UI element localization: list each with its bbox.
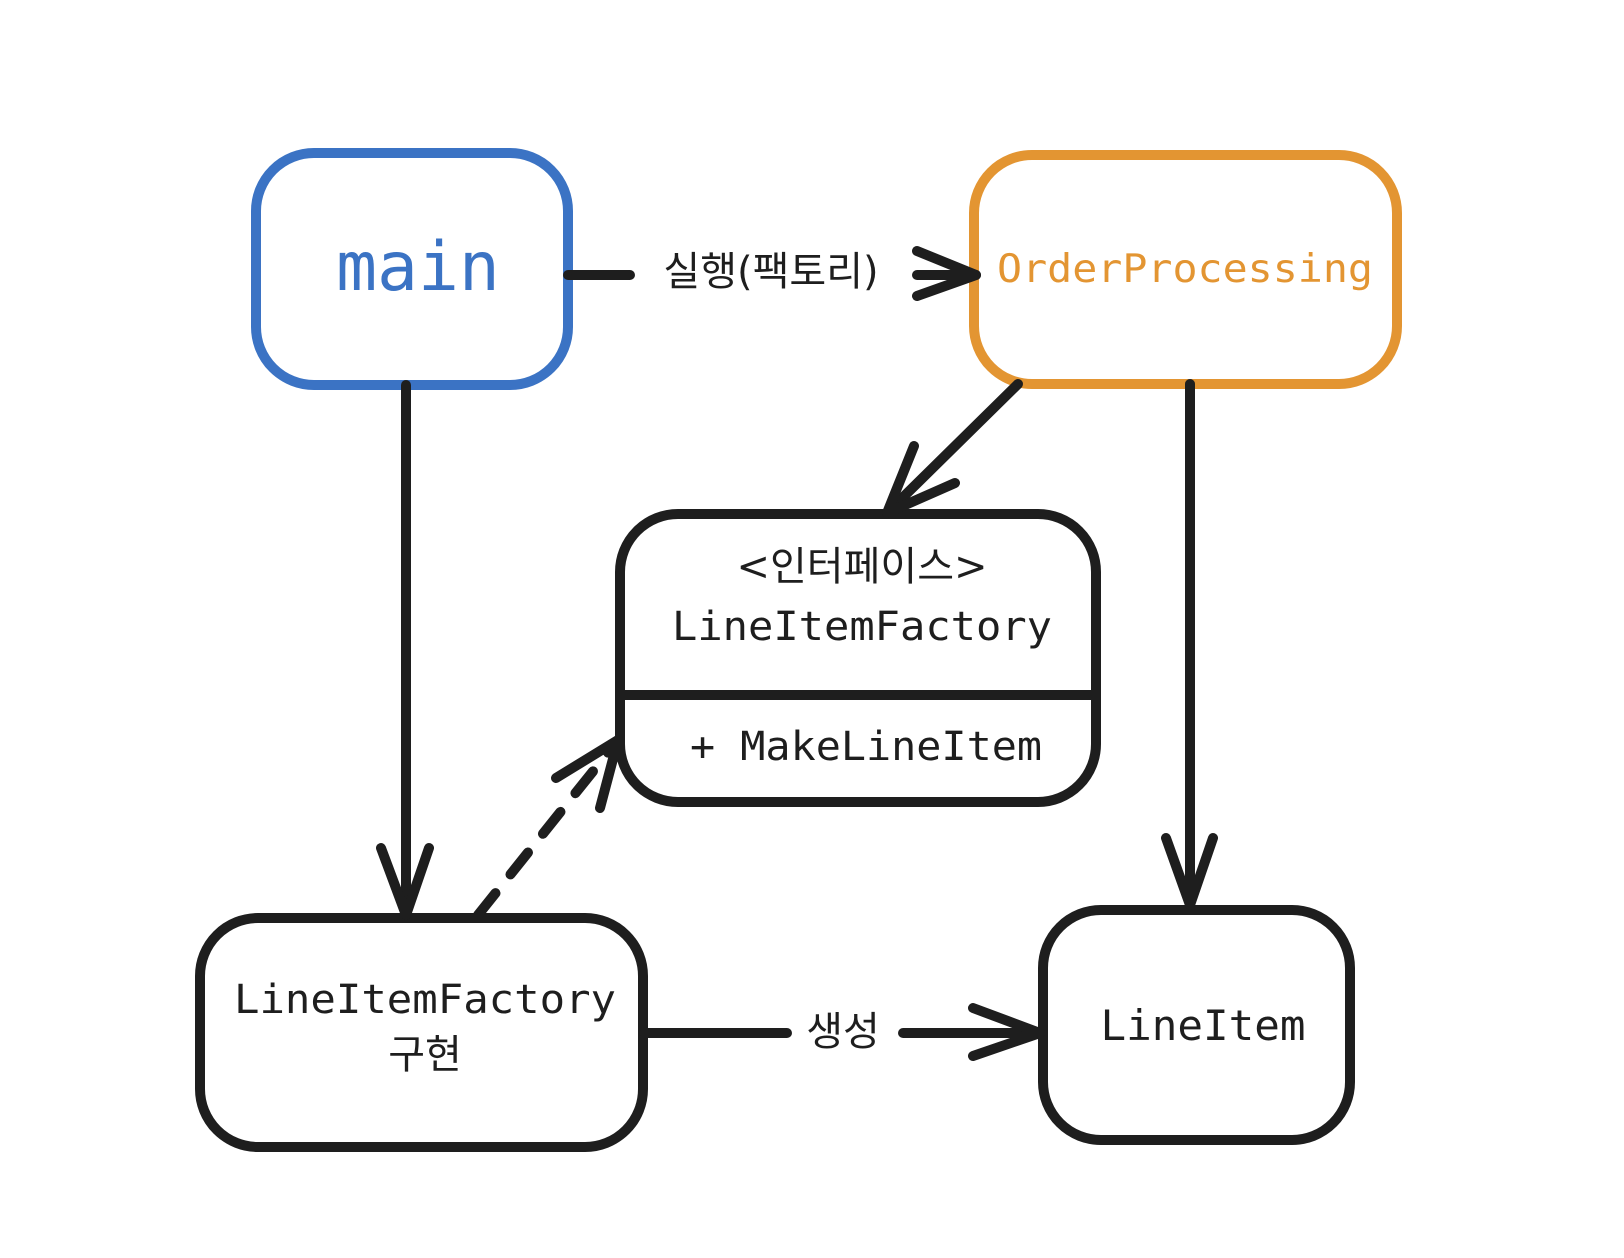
edge-main-to-impl-arrowhead — [376, 843, 434, 920]
edge-impl-to-line-item: 생성 — [640, 1003, 1045, 1061]
node-main[interactable]: main — [251, 148, 573, 390]
edge-main-to-order-label: 실행(팩토리) — [663, 249, 878, 295]
node-line-item-label: LineItem — [1101, 1001, 1306, 1050]
node-interface-name: LineItemFactory — [672, 604, 1052, 650]
edge-order-to-line-item — [1161, 379, 1218, 910]
edge-impl-to-lineitem-label: 생성 — [806, 1009, 880, 1055]
edge-main-to-order-processing: 실행(팩토리) — [563, 246, 981, 301]
edge-order-to-lineitem-arrowhead — [1161, 833, 1218, 910]
node-factory-impl-line1: LineItemFactory — [234, 977, 616, 1023]
edge-order-to-interface-arrowhead — [882, 441, 960, 518]
node-main-box — [251, 148, 573, 390]
node-line-item[interactable]: LineItem — [1038, 905, 1355, 1145]
node-line-item-box — [1038, 905, 1355, 1145]
edge-impl-to-lineitem-arrowhead — [968, 1003, 1045, 1061]
edge-impl-to-interface-realization — [473, 735, 623, 920]
node-line-item-factory-impl[interactable]: LineItemFactory 구현 — [195, 913, 648, 1152]
edge-realization-arrowhead — [551, 735, 623, 813]
edge-realization-line — [473, 735, 623, 920]
edge-main-to-factory-impl — [376, 380, 434, 920]
edge-order-to-interface-line — [882, 379, 1023, 518]
node-main-label: main — [336, 228, 500, 307]
node-interface-line-item-factory[interactable]: <인터페이스> LineItemFactory + MakeLineItem — [615, 509, 1101, 807]
node-order-processing[interactable]: OrderProcessing — [969, 150, 1402, 389]
node-factory-impl-line2: 구현 — [388, 1032, 462, 1078]
node-interface-stereotype: <인터페이스> — [736, 544, 987, 590]
node-interface-method: + MakeLineItem — [690, 724, 1042, 770]
node-interface-box — [615, 509, 1101, 807]
node-order-processing-label: OrderProcessing — [997, 247, 1373, 292]
edge-order-to-interface — [882, 379, 1023, 518]
